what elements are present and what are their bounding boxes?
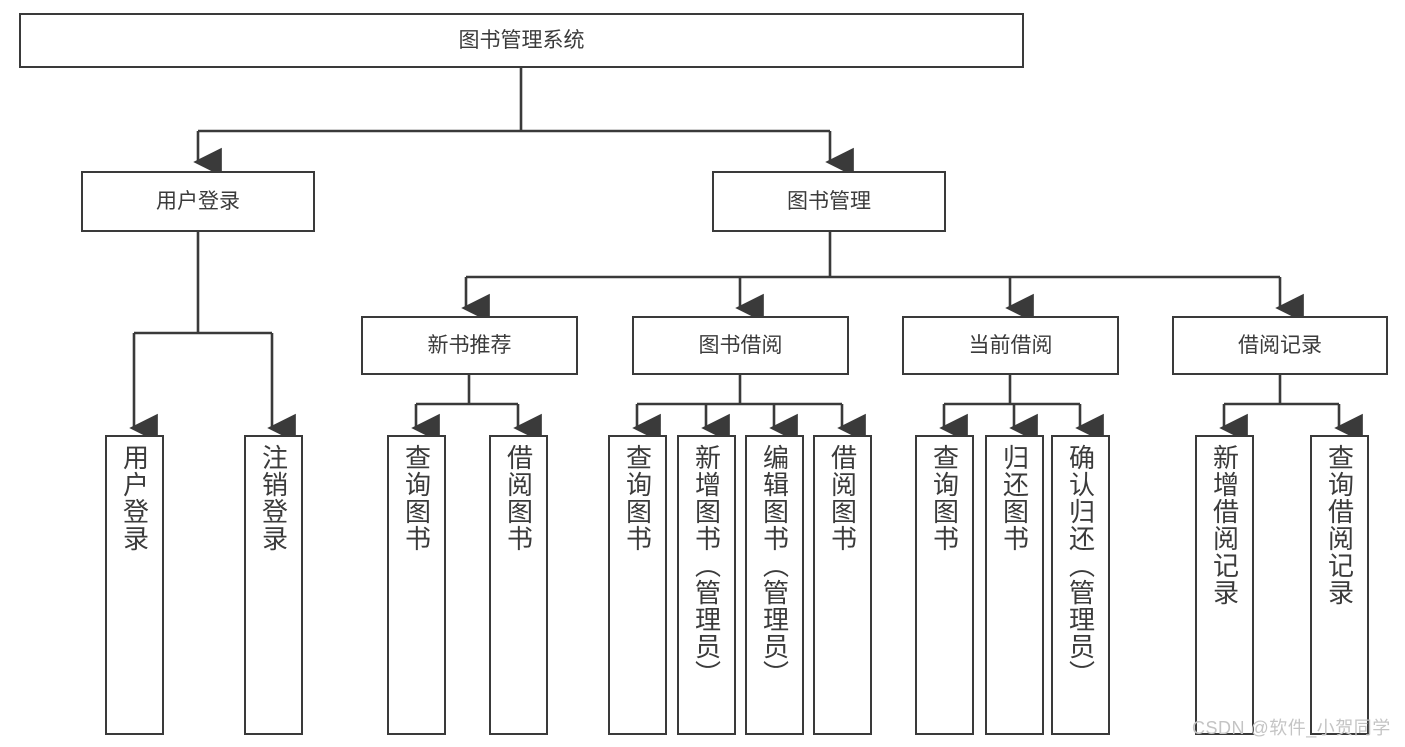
node-leaf-borrow-book-2-label: 借阅图书 xyxy=(827,444,858,552)
node-leaf-query-book-3-label: 查询图书 xyxy=(929,444,960,552)
node-book-manage[interactable]: 图书管理 xyxy=(712,171,946,232)
edge-group-new-book-rec xyxy=(411,375,542,443)
node-leaf-return-book-label: 归还图书 xyxy=(999,444,1030,552)
edge-group-book-manage xyxy=(461,232,1304,323)
node-borrow-record[interactable]: 借阅记录 xyxy=(1172,316,1388,375)
node-borrow-record-label: 借阅记录 xyxy=(1238,333,1322,357)
node-leaf-edit-book[interactable]: 编辑图书（管理员） xyxy=(745,435,804,735)
node-current-borrow-label: 当前借阅 xyxy=(968,333,1053,357)
node-leaf-borrow-book-2[interactable]: 借阅图书 xyxy=(813,435,872,735)
node-user-login[interactable]: 用户登录 xyxy=(81,171,315,232)
csdn-watermark: CSDN @软件_小贺同学 xyxy=(1192,718,1391,738)
node-leaf-add-record-label: 新增借阅记录 xyxy=(1209,444,1240,606)
node-leaf-query-record[interactable]: 查询借阅记录 xyxy=(1310,435,1369,735)
node-user-login-label: 用户登录 xyxy=(156,189,240,213)
edge-group-book-borrow xyxy=(632,375,866,443)
node-leaf-query-book-2[interactable]: 查询图书 xyxy=(608,435,667,735)
edge-group-current-borrow xyxy=(939,375,1104,443)
node-leaf-user-login[interactable]: 用户登录 xyxy=(105,435,164,735)
node-leaf-borrow-book-1-label: 借阅图书 xyxy=(503,444,534,552)
node-leaf-query-record-label: 查询借阅记录 xyxy=(1324,444,1355,606)
node-leaf-add-book-label: 新增图书（管理员） xyxy=(691,444,722,687)
node-leaf-add-record[interactable]: 新增借阅记录 xyxy=(1195,435,1254,735)
node-leaf-add-book[interactable]: 新增图书（管理员） xyxy=(677,435,736,735)
edge-group-borrow-record xyxy=(1219,375,1363,443)
node-leaf-confirm-return-label: 确认归还（管理员） xyxy=(1065,444,1096,687)
edge-group-user-login xyxy=(129,232,296,443)
node-root-label: 图书管理系统 xyxy=(458,28,585,52)
node-leaf-query-book-1-label: 查询图书 xyxy=(401,444,432,552)
node-leaf-logout-label: 注销登录 xyxy=(258,444,289,552)
node-leaf-query-book-1[interactable]: 查询图书 xyxy=(387,435,446,735)
node-new-book-rec[interactable]: 新书推荐 xyxy=(361,316,578,375)
node-leaf-logout[interactable]: 注销登录 xyxy=(244,435,303,735)
node-new-book-rec-label: 新书推荐 xyxy=(427,333,512,357)
node-root[interactable]: 图书管理系统 xyxy=(19,13,1024,68)
node-leaf-borrow-book-1[interactable]: 借阅图书 xyxy=(489,435,548,735)
node-leaf-return-book[interactable]: 归还图书 xyxy=(985,435,1044,735)
node-current-borrow[interactable]: 当前借阅 xyxy=(902,316,1119,375)
node-book-borrow-label: 图书借阅 xyxy=(698,333,783,357)
node-book-borrow[interactable]: 图书借阅 xyxy=(632,316,849,375)
node-leaf-confirm-return[interactable]: 确认归还（管理员） xyxy=(1051,435,1110,735)
node-leaf-query-book-2-label: 查询图书 xyxy=(622,444,653,552)
node-leaf-edit-book-label: 编辑图书（管理员） xyxy=(759,444,790,687)
node-leaf-user-login-label: 用户登录 xyxy=(119,444,150,552)
edge-group-root xyxy=(193,68,854,177)
node-book-manage-label: 图书管理 xyxy=(787,189,871,213)
node-leaf-query-book-3[interactable]: 查询图书 xyxy=(915,435,974,735)
